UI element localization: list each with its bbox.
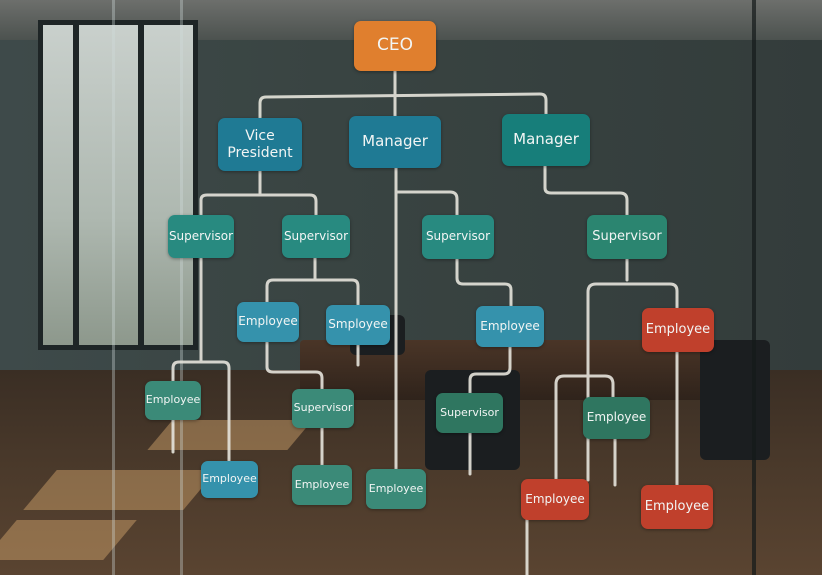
node-supervisor-6: Supervisor <box>436 393 503 433</box>
glass-frame <box>752 0 756 575</box>
node-label: Manager <box>362 132 428 151</box>
node-label: Employee <box>645 321 711 337</box>
node-employee-10: Employee <box>521 479 589 520</box>
node-employee-1: Employee <box>237 302 299 342</box>
node-label: Employee <box>145 393 201 407</box>
node-label: Employee <box>238 314 298 329</box>
node-label: Supervisor <box>293 401 353 415</box>
node-label: Smployee <box>328 317 388 332</box>
node-supervisor-2: Supervisor <box>282 215 350 258</box>
node-employee-11: Employee <box>641 485 713 529</box>
node-employee-7: Employee <box>292 465 352 505</box>
node-label: Supervisor <box>592 228 662 244</box>
node-employee-8: Employee <box>366 469 426 509</box>
node-label: Employee <box>368 481 424 495</box>
node-label: Employee <box>480 318 540 333</box>
node-label: Employee <box>525 491 585 506</box>
node-manager-2: Manager <box>502 114 590 166</box>
node-label: Employee <box>644 498 710 514</box>
window-mullion <box>73 25 79 345</box>
node-supervisor-1: Supervisor <box>168 215 234 258</box>
node-supervisor-4: Supervisor <box>587 215 667 259</box>
node-employee-2: Smployee <box>326 305 390 345</box>
node-label: Employee <box>202 472 257 486</box>
node-vice-president: Vice President <box>218 118 302 171</box>
node-manager-1: Manager <box>349 116 441 168</box>
node-label: Employee <box>586 410 647 425</box>
node-label: CEO <box>377 35 413 56</box>
node-label: Supervisor <box>283 228 349 243</box>
glass-edge <box>112 0 115 575</box>
node-label: Employee <box>294 477 350 491</box>
glass-edge <box>180 0 183 575</box>
node-label: Vice President <box>227 128 293 161</box>
node-label: Supervisor <box>440 405 499 419</box>
node-employee-3: Employee <box>476 306 544 347</box>
node-label: Supervisor <box>168 228 234 243</box>
node-supervisor-5: Supervisor <box>292 389 354 428</box>
window-mullion <box>138 25 144 345</box>
node-ceo: CEO <box>354 21 436 71</box>
node-label: Supervisor <box>425 229 491 244</box>
node-employee-6: Employee <box>201 461 258 498</box>
node-supervisor-3: Supervisor <box>422 215 494 259</box>
window <box>38 20 198 350</box>
node-label: Manager <box>513 130 579 149</box>
node-employee-9: Employee <box>583 397 650 439</box>
node-employee-5: Employee <box>145 381 201 420</box>
chair <box>700 340 770 460</box>
node-employee-4: Employee <box>642 308 714 352</box>
